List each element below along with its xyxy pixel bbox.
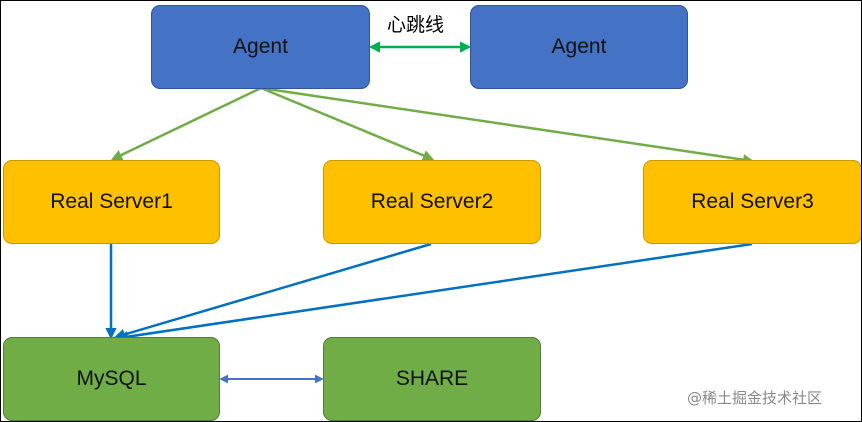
heartbeat-label: 心跳线 bbox=[387, 14, 445, 36]
server3-to-mysql-arrow bbox=[116, 242, 753, 343]
agent-to-server2-arrow bbox=[260, 86, 435, 161]
agent-to-server3-arrow bbox=[260, 86, 755, 166]
server2-to-mysql-arrow bbox=[113, 242, 432, 340]
share-label: SHARE bbox=[395, 367, 469, 390]
mysql-node: MySQL bbox=[3, 337, 220, 421]
real-server2-node: Real Server2 bbox=[323, 160, 541, 244]
real-server3-node: Real Server3 bbox=[643, 160, 861, 244]
agent-backup-label: Agent bbox=[551, 35, 607, 58]
share-node: SHARE bbox=[323, 337, 541, 421]
agent-primary-label: Agent bbox=[233, 35, 288, 58]
watermark: @稀土掘金技术社区 bbox=[687, 389, 823, 407]
real-server1-node: Real Server1 bbox=[3, 160, 220, 244]
mysql-label: MySQL bbox=[76, 367, 147, 390]
real-server3-label: Real Server3 bbox=[691, 190, 814, 213]
real-server2-label: Real Server2 bbox=[370, 190, 494, 213]
agent-primary-node: Agent bbox=[151, 5, 370, 89]
agent-to-server1-arrow bbox=[110, 86, 262, 161]
real-server1-label: Real Server1 bbox=[50, 190, 173, 213]
agent-backup-node: Agent bbox=[470, 5, 688, 89]
